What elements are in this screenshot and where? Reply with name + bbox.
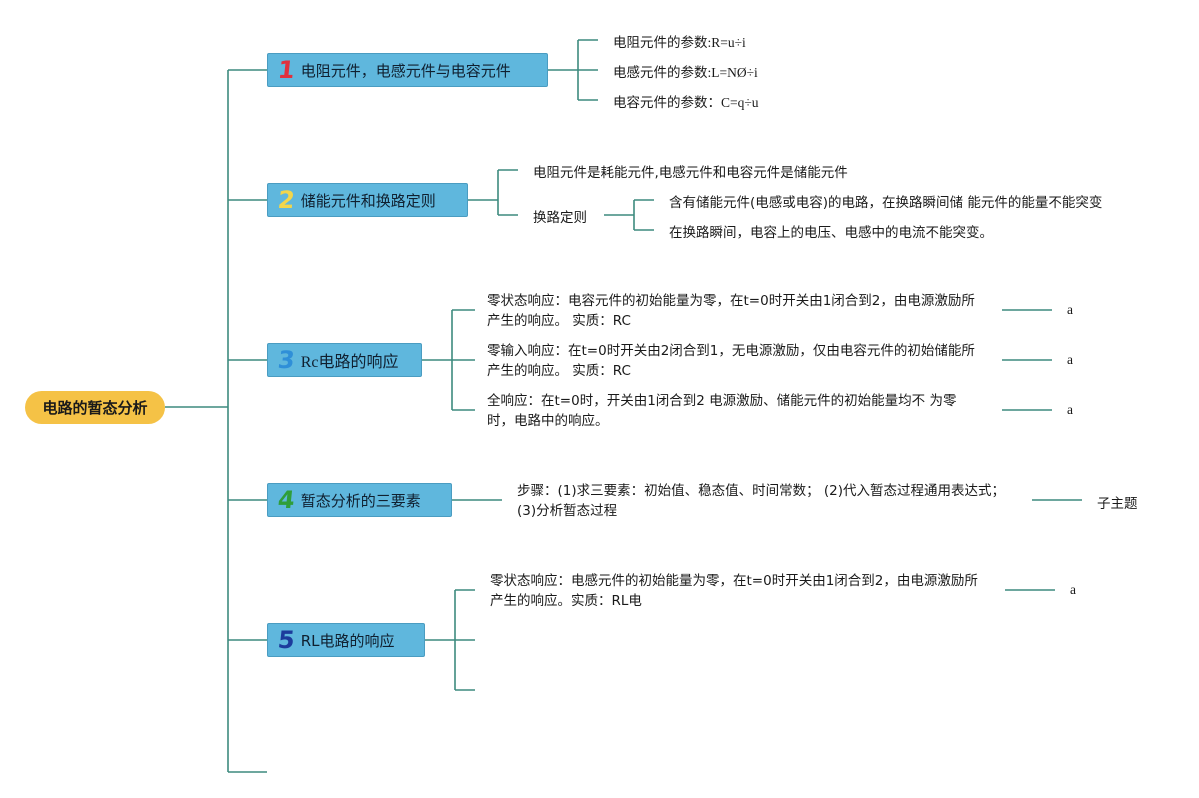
topic-3-label: Rc电路的响应 [300,354,399,371]
topic-4-label: 暂态分析的三要素 [300,491,421,510]
topic-3-child-3-leaf[interactable]: a [1067,402,1073,417]
topic-5[interactable]: 5 RL电路的响应 [267,623,425,657]
topic-2[interactable]: 2 储能元件和换路定则 [267,183,468,217]
topic-2-child-1[interactable]: 电阻元件是耗能元件,电感元件和电容元件是储能元件 [533,165,848,181]
topic-5-leaf[interactable]: a [1070,582,1076,597]
topic-1-child-3[interactable]: 电容元件的参数：C=q÷u [613,95,759,110]
topic-5-label: RL电路的响应 [300,631,395,650]
topic-1-label: 电阻元件，电感元件与电容元件 [300,61,511,80]
number-4-icon: 4 [276,486,297,514]
topic-3-child-3[interactable]: 全响应：在t=0时，开关由1闭合到2 电源激励、储能元件的初始能量均不 为零 时… [487,393,957,429]
root-topic[interactable]: 电路的暂态分析 [25,391,165,424]
topic-2-label: 储能元件和换路定则 [300,191,436,210]
topic-4[interactable]: 4 暂态分析的三要素 [267,483,452,517]
topic-3-child-2-leaf[interactable]: a [1067,352,1073,367]
number-3-icon: 3 [276,346,297,374]
topic-2-child-2[interactable]: 换路定则 [533,210,587,226]
topic-2-grandchild-2[interactable]: 在换路瞬间，电容上的电压、电感中的电流不能突变。 [669,225,993,241]
topic-3-child-1[interactable]: 零状态响应：电容元件的初始能量为零，在t=0时开关由1闭合到2，由电源激励所 产… [487,293,975,329]
topic-1[interactable]: 1 电阻元件，电感元件与电容元件 [267,53,548,87]
topic-3-child-2[interactable]: 零输入响应：在t=0时开关由2闭合到1，无电源激励，仅由电容元件的初始储能所 产… [487,343,975,379]
topic-2-grandchild-1[interactable]: 含有储能元件(电感或电容)的电路，在换路瞬间储 能元件的能量不能突变 [669,195,1103,211]
topic-1-child-1[interactable]: 电阻元件的参数:R=u÷i [613,35,746,50]
number-1-icon: 1 [276,56,297,84]
topic-4-child[interactable]: 步骤：(1)求三要素：初始值、稳态值、时间常数； (2)代入暂态过程通用表达式；… [517,483,1006,519]
topic-5-child[interactable]: 零状态响应：电感元件的初始能量为零，在t=0时开关由1闭合到2，由电源激励所 产… [490,573,978,609]
topic-3-child-1-leaf[interactable]: a [1067,302,1073,317]
topic-4-leaf[interactable]: 子主题 [1097,496,1138,512]
number-5-icon: 5 [276,626,297,654]
number-2-icon: 2 [276,186,297,214]
topic-1-child-2[interactable]: 电感元件的参数:L=NØ÷i [613,65,758,80]
topic-3[interactable]: 3 Rc电路的响应 [267,343,422,377]
